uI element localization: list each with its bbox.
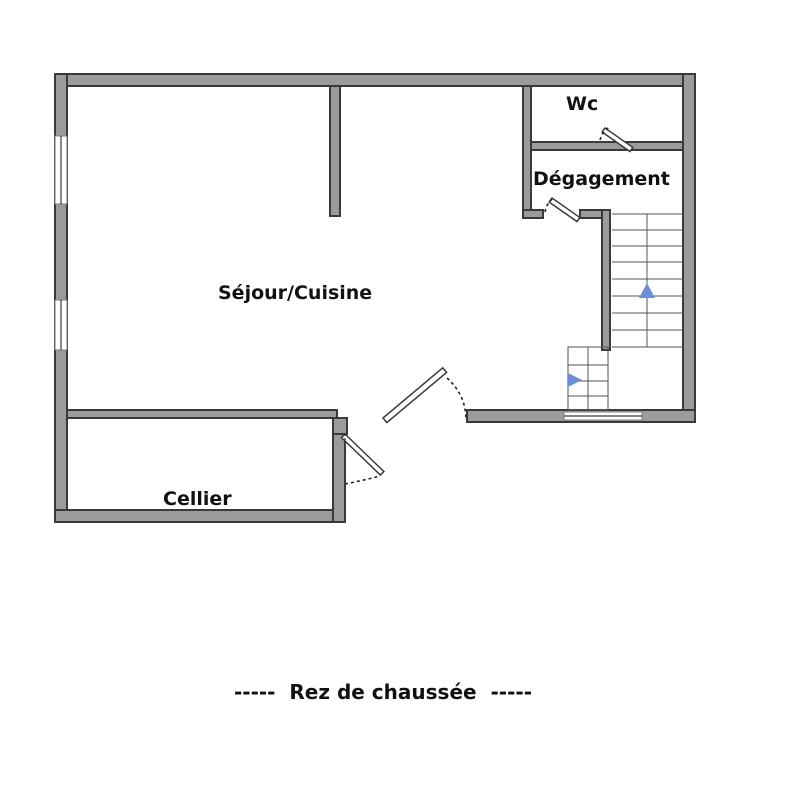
stair-arrow-icon xyxy=(568,373,582,387)
door-swing-icon xyxy=(340,432,385,510)
room-label-degagement: Dégagement xyxy=(533,168,670,190)
door-swing-icon xyxy=(381,366,467,424)
doors xyxy=(340,126,634,510)
room-label-cellier: Cellier xyxy=(163,488,232,510)
interior-walls xyxy=(66,85,684,435)
door-swing-icon xyxy=(544,196,581,223)
door-swing-icon xyxy=(599,126,634,153)
floor-caption: ----- Rez de chaussée ----- xyxy=(234,680,532,704)
stair-arrow-icon xyxy=(639,283,655,298)
room-label-wc: Wc xyxy=(566,93,598,115)
room-label-sejour: Séjour/Cuisine xyxy=(218,282,372,304)
staircase xyxy=(567,213,683,411)
windows xyxy=(54,135,643,421)
